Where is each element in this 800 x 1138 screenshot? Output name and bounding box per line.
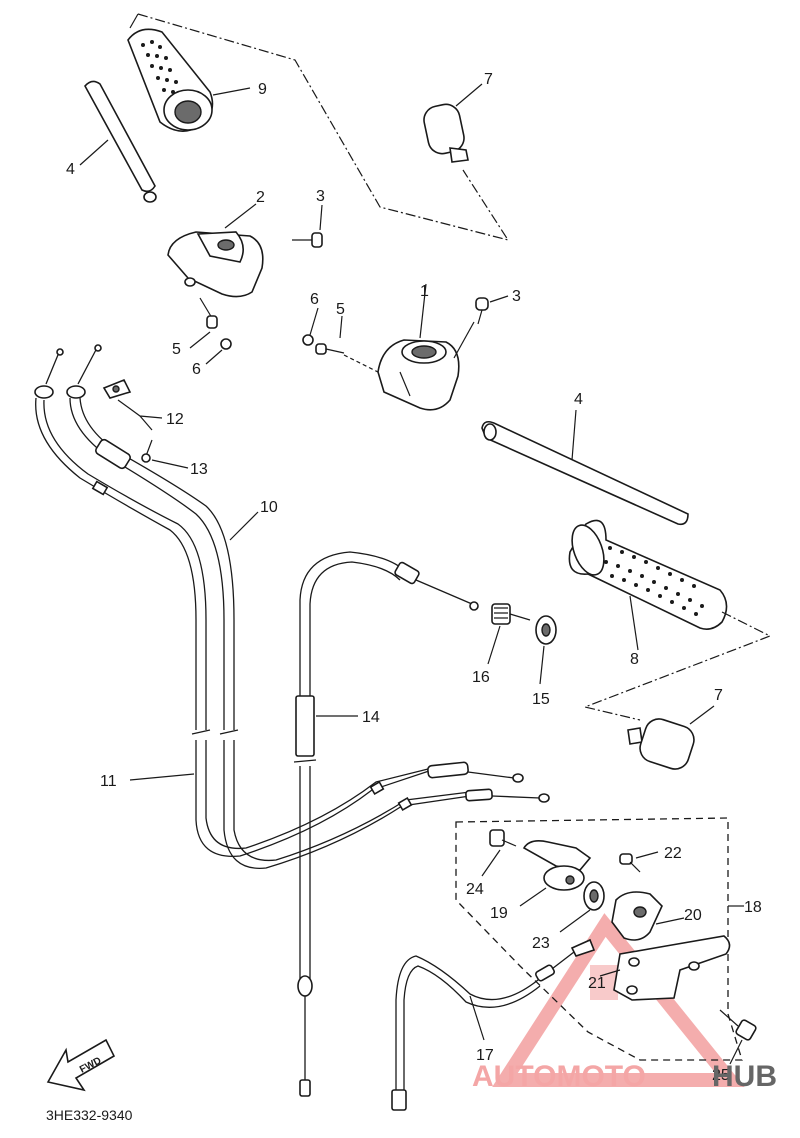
callout-9: 9 [258,81,267,98]
bolt-24 [489,829,517,847]
callout-24: 24 [466,881,484,898]
drawing-code: 3HE332-9340 [46,1107,133,1123]
callout-10: 10 [260,499,278,516]
callout-17: 17 [476,1047,494,1064]
callout-4a: 4 [66,161,75,178]
callout-5a: 5 [172,341,181,358]
watermark-triangle [492,913,745,1087]
screw-22 [619,853,641,873]
nut-6-left [220,338,232,350]
screw-13 [141,439,153,463]
callout-23: 23 [532,935,550,952]
watermark-logo: AUTOMOTO HUB [472,1060,777,1093]
watermark-brand-a: AUTOMOTO [472,1060,646,1093]
throttle-housing-2 [167,231,264,298]
callout-22: 22 [664,845,682,862]
bar-end-7-top [423,103,469,163]
callout-25: 25 [712,1067,730,1084]
callout-4b: 4 [574,391,583,408]
callout-8: 8 [630,651,639,668]
callout-2: 2 [256,189,265,206]
screw-5-left [199,297,218,329]
callout-7a: 7 [484,71,493,88]
plate-21 [613,935,731,1001]
screw-3-left [292,232,323,248]
switch-housing-1 [377,339,460,411]
fwd-arrow-icon: FWD [46,1038,116,1092]
throttle-grip-9 [127,28,214,132]
bar-end-7-lower [627,718,695,770]
callout-5b: 5 [336,301,345,318]
screw-5-right [315,343,345,355]
callout-11: 11 [100,773,117,790]
watermark-brand-b: HUB [712,1060,777,1093]
callout-3a: 3 [316,188,325,205]
washer-23 [583,881,605,911]
callout-3b: 3 [512,288,521,305]
cable-guide-12 [102,378,132,399]
group-lines-upper [129,13,510,241]
callout-18: 18 [744,899,762,916]
callout-16: 16 [472,669,490,686]
callout-20: 20 [684,907,702,924]
cable-17 [391,938,596,1111]
callout-12: 12 [166,411,184,428]
callout-6b: 6 [310,291,319,308]
callout-14: 14 [362,709,380,726]
bolt-25 [719,1009,757,1041]
handlebar-4-left [84,80,157,203]
cable-14 [293,551,479,1097]
throttle-cables-10-11 [34,344,550,869]
assembly-box-18 [455,817,743,1061]
handlebar-4-right [481,420,689,526]
grip-8 [568,519,728,630]
callout-7b: 7 [714,687,723,704]
callout-1: 1 [420,283,429,300]
callout-6a: 6 [192,361,201,378]
adjuster-bolt-16 [491,603,531,625]
lever-19 [522,840,592,891]
callout-19: 19 [490,905,508,922]
callout-21: 21 [588,975,606,992]
bracket-20 [611,891,663,941]
callout-15: 15 [532,691,550,708]
callout-13: 13 [190,461,208,478]
screw-3-right [475,297,489,325]
lock-nut-15 [535,615,557,645]
nut-6-right [302,334,314,346]
